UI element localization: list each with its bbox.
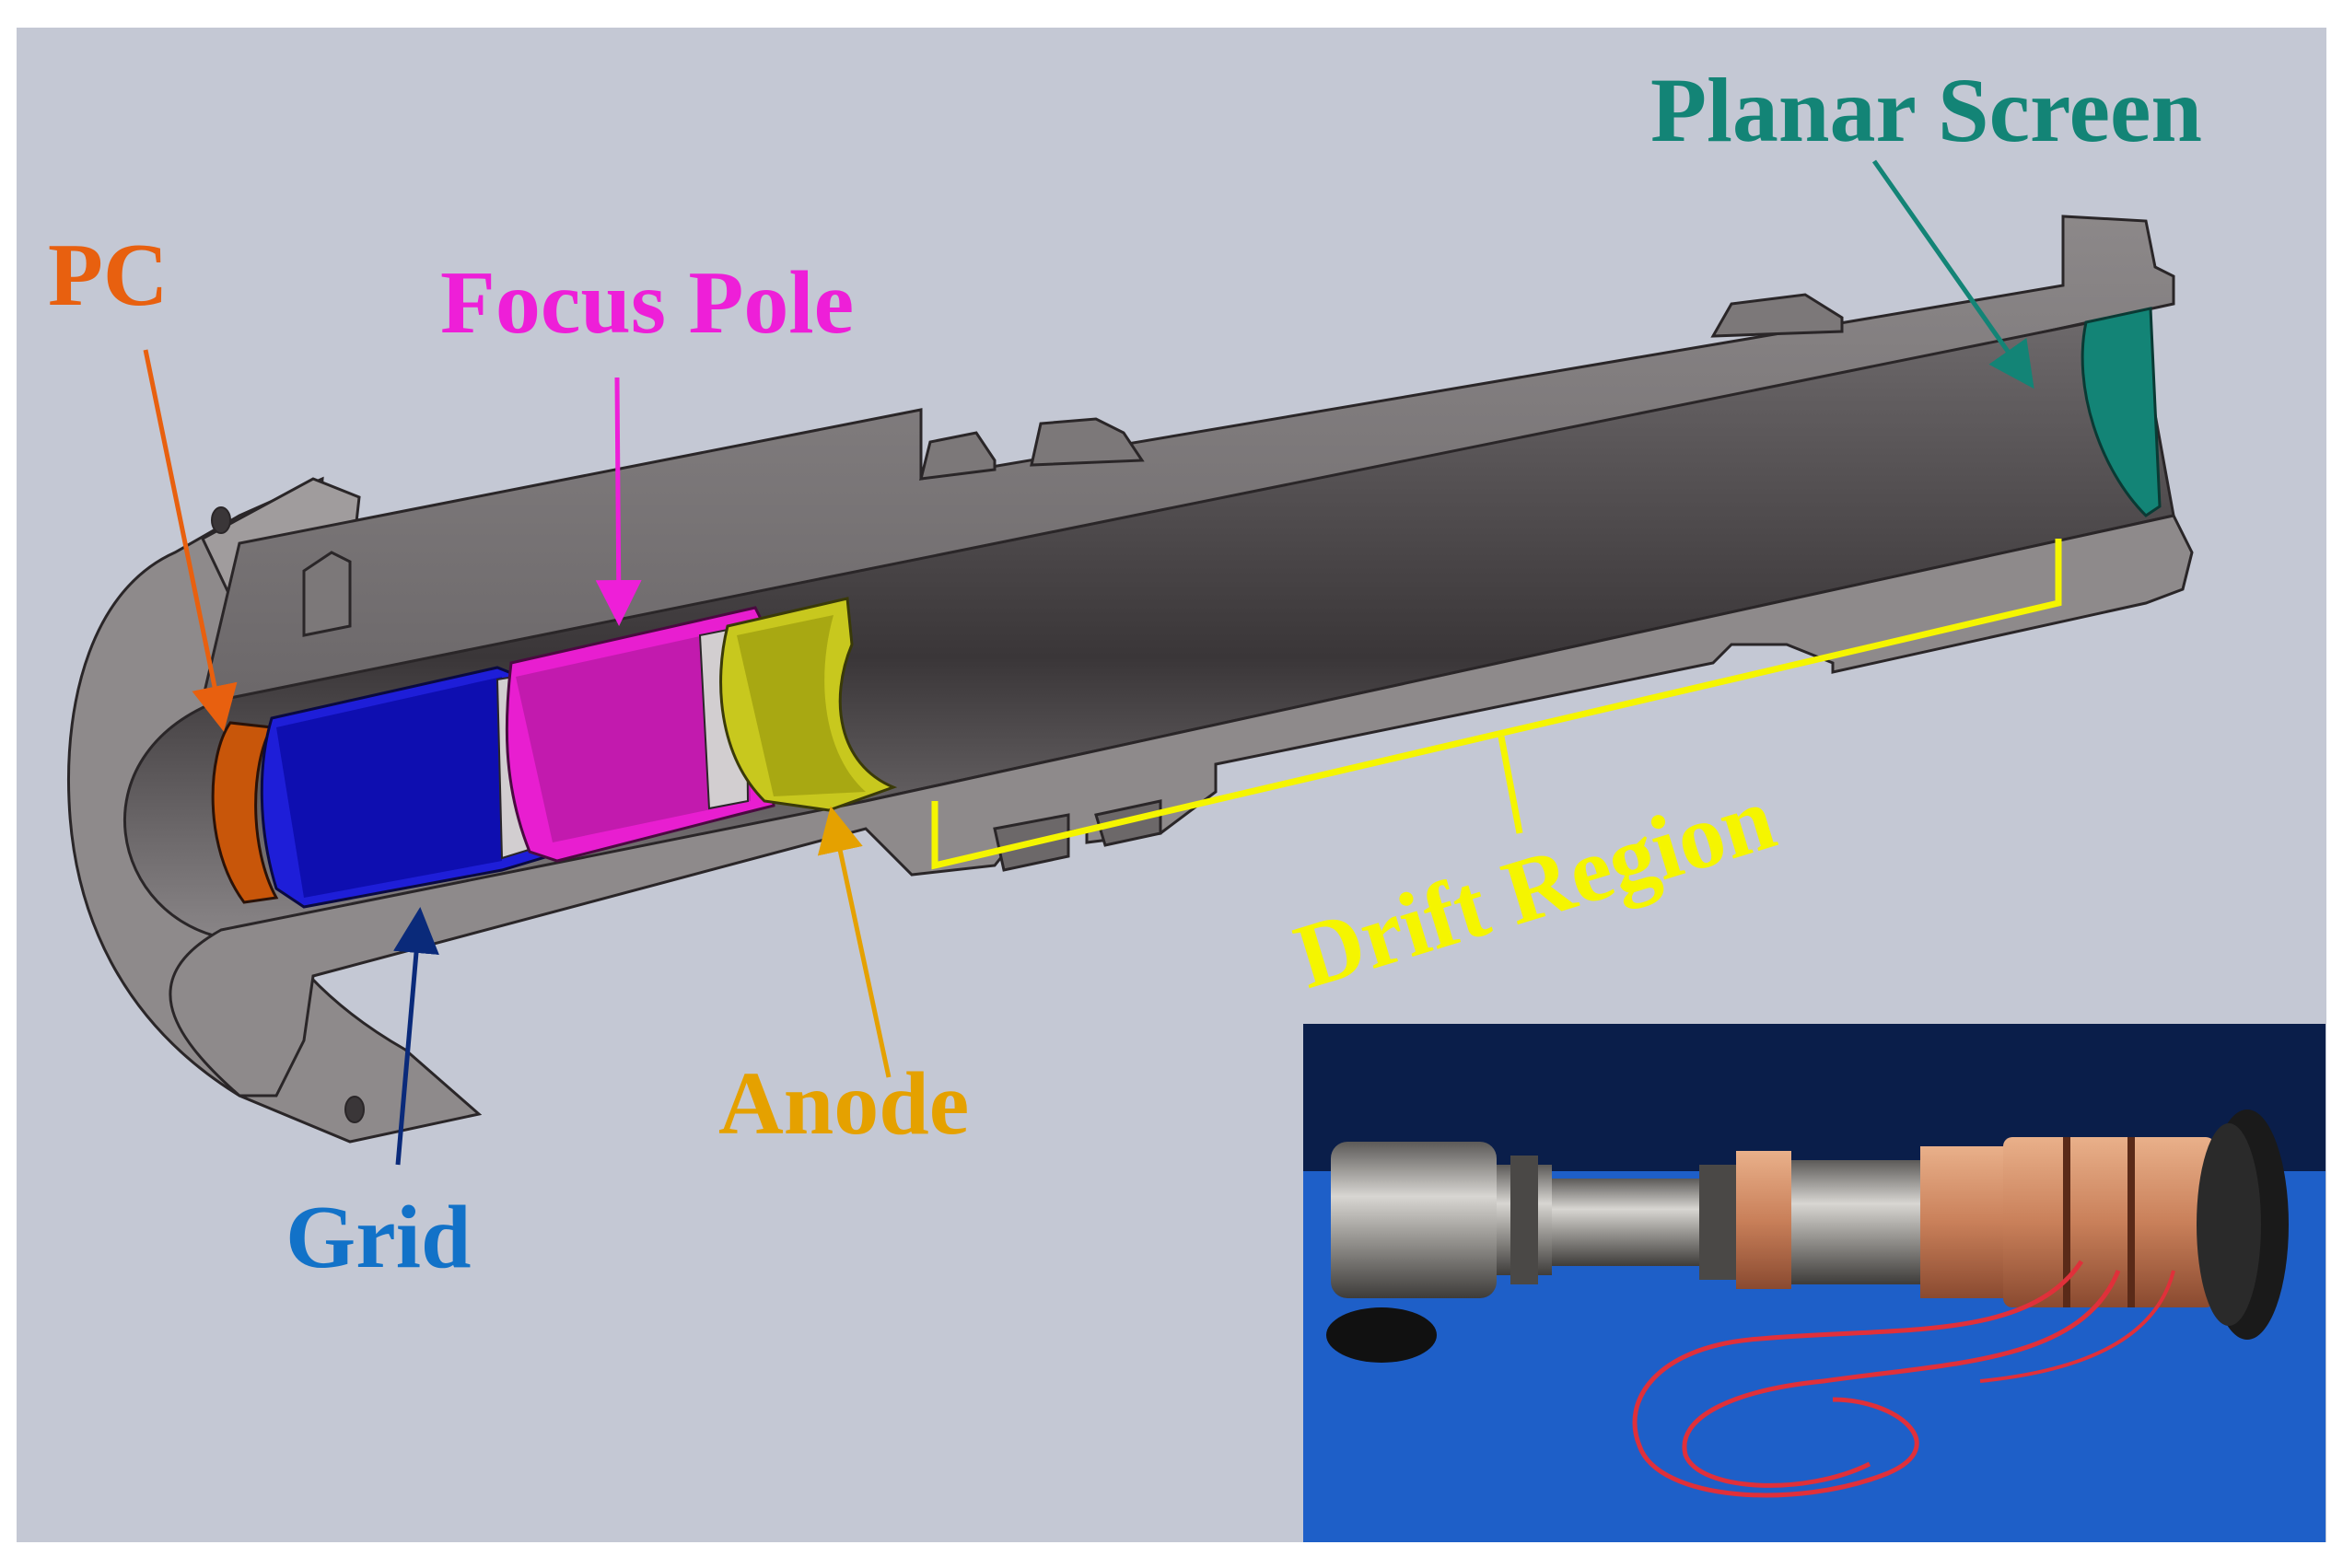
- planar-screen-label: Planar Screen: [1650, 59, 2203, 161]
- drift-region-bracket: [931, 539, 2062, 870]
- planar-screen-part: [2081, 307, 2162, 517]
- grid-arrow: [393, 907, 439, 1166]
- inset-photo: [1303, 1024, 2326, 1542]
- focus-pole-arrow: [595, 377, 642, 626]
- focus-pole-label: Focus Pole: [440, 253, 855, 353]
- drift-region-tick: [1498, 736, 1523, 834]
- anode-label: Anode: [718, 1054, 970, 1154]
- pc-label: PC: [48, 226, 169, 325]
- pc-arrow: [143, 349, 238, 732]
- anode-arrow: [817, 806, 892, 1078]
- grid-label: Grid: [286, 1188, 472, 1287]
- photocathode-part: [211, 721, 279, 904]
- planar-screen-arrow: [1871, 159, 2034, 389]
